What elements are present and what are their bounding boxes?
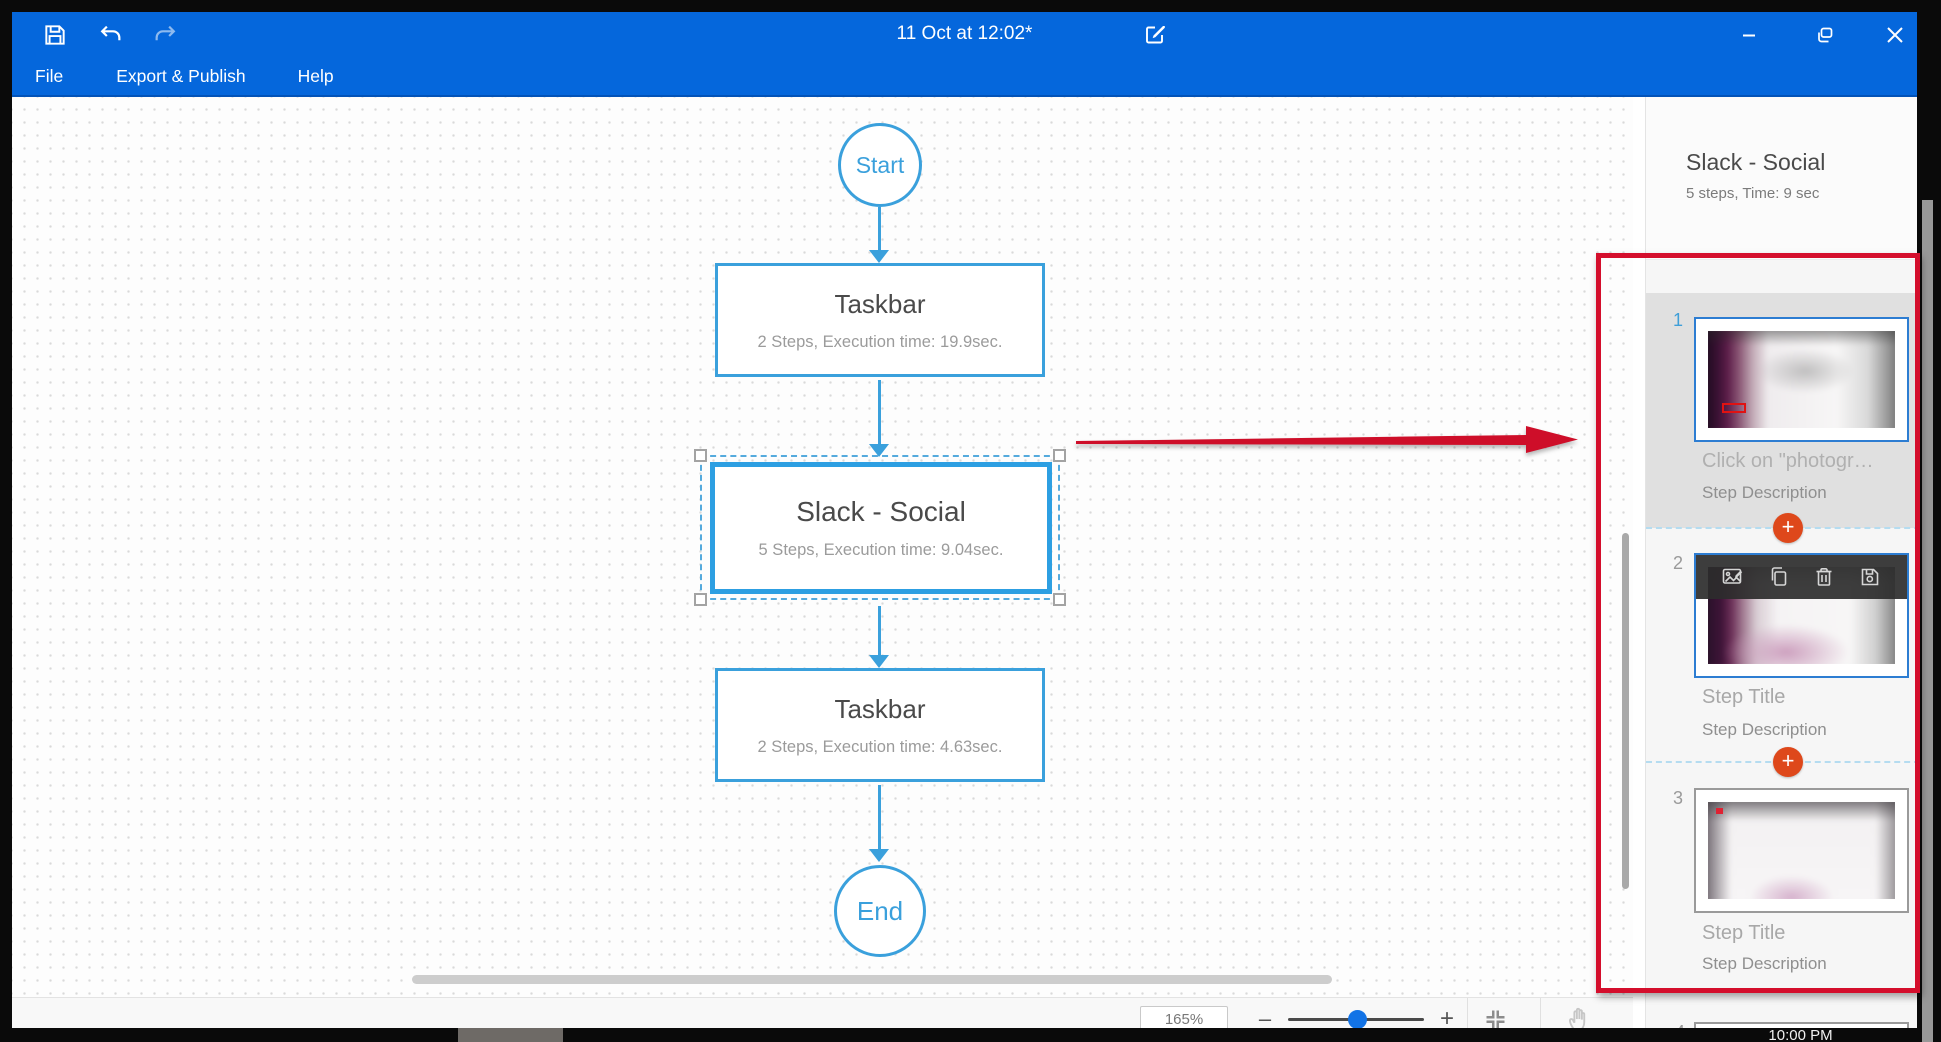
rename-button[interactable] xyxy=(1143,22,1167,46)
document-title: 11 Oct at 12:02* xyxy=(896,23,1033,44)
step-number: 2 xyxy=(1673,553,1684,573)
zoom-toolbar: – + xyxy=(12,997,1633,1028)
step-description[interactable]: Step Description xyxy=(1702,483,1827,502)
step-item-3[interactable]: 3 Step Title Step Description xyxy=(1646,762,1917,1008)
step-list: 1 Click on "photogr… Step Description + … xyxy=(1646,259,1917,1028)
step-description[interactable]: Step Description xyxy=(1702,954,1827,973)
connector-arrowhead xyxy=(869,250,889,263)
node-title: Taskbar xyxy=(834,288,926,319)
thumbnail-toolbar xyxy=(1696,555,1907,599)
fit-to-screen-button[interactable] xyxy=(1482,1006,1509,1028)
resize-handle-sw[interactable] xyxy=(694,593,707,606)
node-title: Taskbar xyxy=(834,693,926,724)
undo-button[interactable] xyxy=(98,23,123,48)
steps-panel: Slack - Social 5 steps, Time: 9 sec 1 Cl… xyxy=(1645,97,1917,1028)
step-number: 1 xyxy=(1673,310,1684,330)
taskbar-remnant xyxy=(458,1028,563,1042)
connector-line xyxy=(878,785,881,849)
step-thumbnail[interactable] xyxy=(1694,317,1909,442)
flowchart-canvas[interactable]: Start Taskbar 2 Steps, Execution time: 1… xyxy=(12,97,1633,997)
node-title: Slack - Social xyxy=(796,496,966,527)
title-bar: 11 Oct at 12:02* xyxy=(12,12,1917,57)
step-number: 3 xyxy=(1673,788,1684,808)
save-icon xyxy=(45,25,65,45)
connector-line xyxy=(878,380,881,444)
step-item-4[interactable]: 4 xyxy=(1646,1018,1917,1028)
step-number: 4 xyxy=(1675,1022,1685,1028)
step-thumbnail[interactable] xyxy=(1694,1022,1909,1028)
add-step-button[interactable]: + xyxy=(1773,747,1803,777)
redo-button[interactable] xyxy=(153,23,178,48)
step-item-1[interactable]: 1 Click on "photogr… Step Description xyxy=(1646,293,1917,528)
hand-icon xyxy=(1568,1007,1586,1028)
menu-file[interactable]: File xyxy=(35,65,64,86)
connector-arrowhead xyxy=(869,655,889,668)
click-annotation-rect xyxy=(1722,403,1746,413)
restore-button[interactable] xyxy=(1802,12,1848,57)
flow-start-node[interactable]: Start xyxy=(838,123,922,207)
zoom-level-input[interactable] xyxy=(1140,1006,1228,1028)
canvas-vertical-scrollbar[interactable] xyxy=(1622,533,1629,889)
step-thumbnail[interactable] xyxy=(1694,553,1909,678)
edit-pencil-icon xyxy=(1146,26,1165,44)
zoom-in-button[interactable]: + xyxy=(1439,1005,1454,1028)
node-subtitle: 5 Steps, Execution time: 9.04sec. xyxy=(758,541,1004,559)
zoom-out-button[interactable]: – xyxy=(1258,1006,1272,1028)
redo-icon xyxy=(155,25,176,41)
partial-clock-text: 10:00 PM xyxy=(1768,1027,1833,1042)
resize-handle-se[interactable] xyxy=(1053,593,1066,606)
app-window: 11 Oct at 12:02* File Export xyxy=(12,12,1917,1028)
pan-tool-button[interactable] xyxy=(1564,1004,1594,1028)
panel-subtitle: 5 steps, Time: 9 sec xyxy=(1686,185,1820,202)
flow-node-taskbar-1[interactable]: Taskbar 2 Steps, Execution time: 19.9sec… xyxy=(715,263,1045,377)
step-item-2[interactable]: 2 xyxy=(1646,528,1917,761)
screenshot-preview xyxy=(1708,802,1895,899)
connector-arrowhead xyxy=(869,444,889,457)
delete-step-icon[interactable] xyxy=(1812,565,1836,589)
toolbar-divider xyxy=(1467,998,1468,1028)
restore-icon xyxy=(1818,27,1833,42)
zoom-slider-thumb[interactable] xyxy=(1348,1010,1367,1028)
resize-handle-ne[interactable] xyxy=(1053,449,1066,462)
minimize-button[interactable] xyxy=(1726,12,1772,57)
minimize-icon xyxy=(1743,34,1755,36)
connector-arrowhead xyxy=(869,849,889,862)
screenshot-preview xyxy=(1708,331,1895,428)
save-button[interactable] xyxy=(42,22,68,48)
panel-title: Slack - Social xyxy=(1686,149,1826,175)
menu-export-publish[interactable]: Export & Publish xyxy=(116,65,246,86)
close-button[interactable] xyxy=(1872,12,1917,57)
node-subtitle: 2 Steps, Execution time: 4.63sec. xyxy=(757,737,1003,756)
desktop-remnant-strip xyxy=(1922,200,1933,1042)
menu-help[interactable]: Help xyxy=(297,65,334,86)
change-image-icon[interactable] xyxy=(1721,565,1745,589)
flow-end-node[interactable]: End xyxy=(834,865,926,957)
step-thumbnail[interactable] xyxy=(1694,788,1909,913)
step-title[interactable]: Click on "photogr… xyxy=(1702,450,1874,472)
step-title[interactable]: Step Title xyxy=(1702,922,1786,944)
step-title[interactable]: Step Title xyxy=(1702,686,1786,708)
add-step-button[interactable]: + xyxy=(1773,513,1803,543)
undo-icon xyxy=(100,25,121,41)
selection-rect xyxy=(694,449,1066,606)
flow-node-slack-social[interactable]: Slack - Social 5 Steps, Execution time: … xyxy=(710,462,1052,594)
resize-handle-nw[interactable] xyxy=(694,449,707,462)
toolbar-divider xyxy=(1540,998,1541,1028)
save-step-icon[interactable] xyxy=(1858,565,1882,589)
node-subtitle: 2 Steps, Execution time: 19.9sec. xyxy=(757,332,1003,351)
connector-line xyxy=(878,207,881,253)
fit-to-screen-icon xyxy=(1486,1010,1505,1028)
end-label: End xyxy=(856,895,904,926)
click-annotation-dot xyxy=(1716,808,1723,814)
start-label: Start xyxy=(855,151,905,178)
canvas-horizontal-scrollbar[interactable] xyxy=(412,975,1332,984)
connector-line xyxy=(878,606,881,656)
close-icon xyxy=(1887,26,1903,43)
flow-node-taskbar-2[interactable]: Taskbar 2 Steps, Execution time: 4.63sec… xyxy=(715,668,1045,782)
menu-bar: File Export & Publish Help xyxy=(12,57,1917,97)
copy-step-icon[interactable] xyxy=(1767,565,1791,589)
step-description[interactable]: Step Description xyxy=(1702,720,1827,739)
